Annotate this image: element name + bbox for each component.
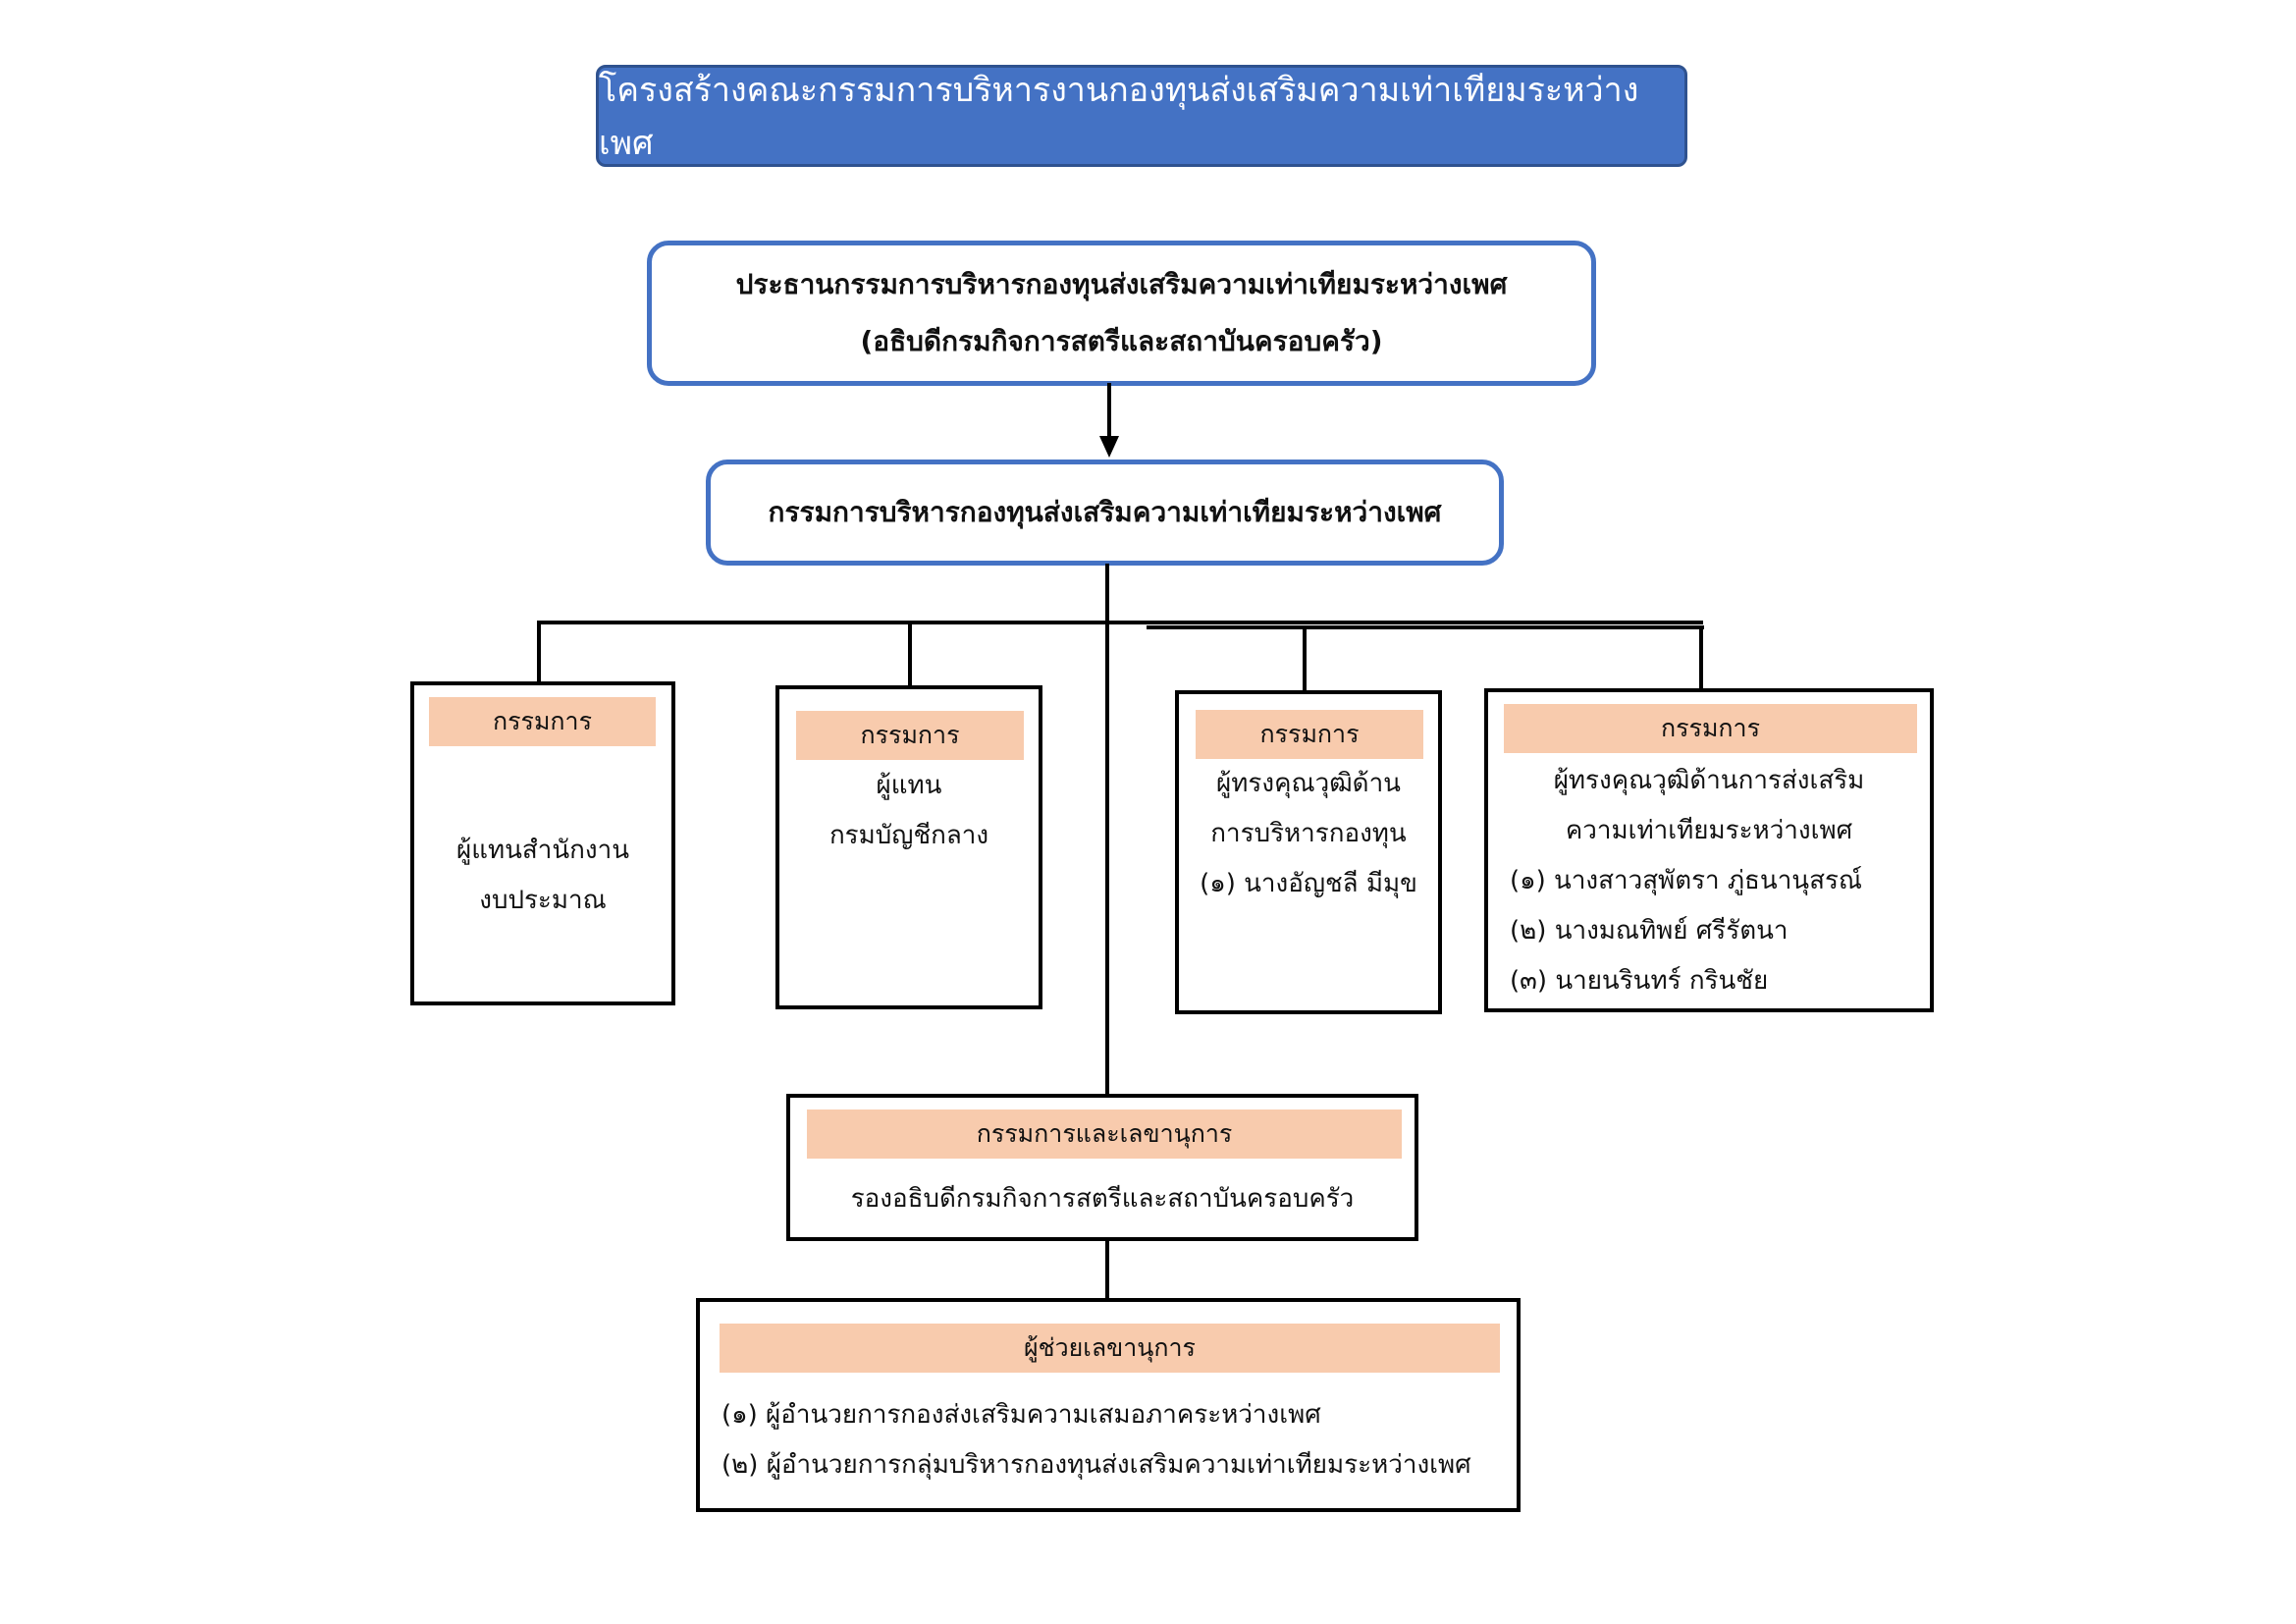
member-line: ผู้ทรงคุณวุฒิด้าน (1216, 769, 1401, 798)
member-line: ผู้แทน (876, 771, 942, 800)
member-4-connector (1699, 625, 1703, 690)
member-line: การบริหารกองทุน (1210, 819, 1407, 848)
member-line: (๑) นางอัญชลี มีมุข (1200, 869, 1417, 898)
member-box-equality-expert: กรรมการ ผู้ทรงคุณวุฒิด้านการส่งเสริม ควา… (1484, 688, 1934, 1012)
member-name: (๒) นางมณทิพย์ ศรีรัตนา (1510, 916, 1789, 946)
member-box-comptroller: กรรมการ ผู้แทน กรมบัญชีกลาง (775, 685, 1042, 1009)
member-line: งบประมาณ (479, 886, 607, 915)
secretary-to-assistant-connector (1105, 1241, 1109, 1302)
member-1-connector (537, 621, 541, 683)
member-header: กรรมการ (796, 711, 1024, 760)
member-line: กรมบัญชีกลาง (828, 821, 989, 850)
member-name: (๑) นางสาวสุพัตรา ภู่ธนานุสรณ์ (1510, 866, 1863, 895)
chart-title: โครงสร้างคณะกรรมการบริหารงานกองทุนส่งเสร… (599, 71, 1639, 163)
members-bus-line (537, 621, 1703, 624)
member-line: ผู้ทรงคุณวุฒิด้านการส่งเสริม (1553, 766, 1865, 795)
assistant-line: (๒) ผู้อำนวยการกลุ่มบริหารกองทุนส่งเสริม… (721, 1450, 1471, 1480)
member-header: กรรมการ (1196, 710, 1423, 759)
assistant-header: ผู้ช่วยเลขานุการ (720, 1324, 1500, 1373)
chairman-box: ประธานกรรมการบริหารกองทุนส่งเสริมความเท่… (647, 241, 1596, 386)
secretary-box: กรรมการและเลขานุการ รองอธิบดีกรมกิจการสต… (786, 1094, 1418, 1241)
main-trunk-line (1105, 564, 1109, 1098)
member-line: ผู้แทนสำนักงาน (456, 836, 629, 865)
member-header: กรรมการ (1504, 704, 1917, 753)
member-3-connector (1303, 625, 1307, 691)
assistant-line: (๑) ผู้อำนวยการกองส่งเสริมความเสมอภาคระห… (721, 1400, 1321, 1430)
secretary-position: รองอธิบดีกรมกิจการสตรีและสถาบันครอบครัว (850, 1184, 1355, 1214)
member-name: (๓) นายนรินทร์ กรินชัย (1510, 966, 1769, 996)
chairman-position: (อธิบดีกรมกิจการสตรีและสถาบันครอบครัว) (860, 325, 1383, 357)
secretary-header: กรรมการและเลขานุการ (807, 1110, 1402, 1159)
member-2-connector (908, 621, 912, 687)
board-label: กรรมการบริหารกองทุนส่งเสริมความเท่าเทียม… (768, 496, 1442, 528)
chairman-title: ประธานกรรมการบริหารกองทุนส่งเสริมความเท่… (735, 268, 1508, 300)
assistant-secretary-box: ผู้ช่วยเลขานุการ (๑) ผู้อำนวยการกองส่งเส… (696, 1298, 1521, 1512)
chart-title-banner: โครงสร้างคณะกรรมการบริหารงานกองทุนส่งเสร… (596, 65, 1687, 167)
down-arrow-icon (1099, 383, 1119, 458)
member-header: กรรมการ (429, 697, 656, 746)
members-bus-line-right (1147, 625, 1704, 629)
member-box-budget-bureau: กรรมการ ผู้แทนสำนักงาน งบประมาณ (410, 681, 675, 1005)
member-line: ความเท่าเทียมระหว่างเพศ (1565, 816, 1853, 845)
member-box-fund-expert: กรรมการ ผู้ทรงคุณวุฒิด้าน การบริหารกองทุ… (1175, 690, 1442, 1014)
board-box: กรรมการบริหารกองทุนส่งเสริมความเท่าเทียม… (706, 460, 1504, 566)
